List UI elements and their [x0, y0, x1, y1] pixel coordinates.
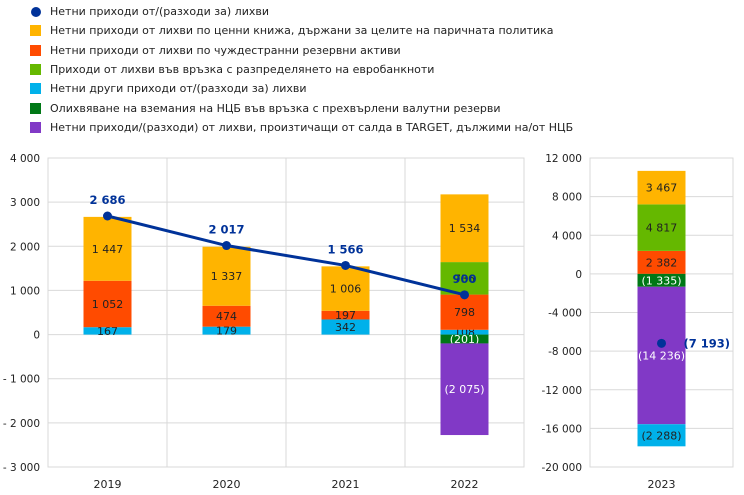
legend-label: Нетни приходи от лихви по ценни книжа, д… [50, 24, 554, 38]
data-label: 474 [216, 310, 237, 323]
bar-segment [440, 194, 489, 263]
y-tick-label: -16 000 [541, 423, 582, 435]
y-tick-label: - 2 000 [3, 418, 40, 430]
bar-segment [637, 204, 686, 251]
legend-label: Нетни приходи от лихви по чуждестранни р… [50, 43, 401, 57]
y-tick-label: 4 000 [552, 230, 582, 242]
line-point [103, 211, 112, 221]
bar-segment [637, 286, 686, 425]
bar-segment [440, 343, 489, 436]
line-point [657, 338, 666, 348]
bar-segment [440, 294, 489, 330]
x-tick-label: 2021 [332, 478, 360, 491]
line-value-label: 2 017 [208, 223, 244, 237]
legend-item: Олихвяване на вземания на НЦБ във връзка… [30, 98, 573, 117]
legend-swatch [30, 102, 41, 114]
legend-item: Нетни приходи от лихви по чуждестранни р… [30, 41, 573, 60]
y-tick-label: 3 000 [10, 197, 40, 209]
data-label: (201) [450, 333, 480, 346]
legend-swatch [30, 121, 41, 133]
x-tick-label: 2022 [451, 478, 479, 491]
x-tick-label: 2019 [94, 478, 122, 491]
legend-swatch [30, 25, 41, 37]
data-label: 736 [454, 272, 475, 285]
y-tick-label: 12 000 [545, 153, 582, 165]
data-label: 167 [97, 325, 118, 338]
y-tick-label: - 1 000 [3, 374, 40, 386]
line-point [460, 290, 469, 300]
y-tick-label: 0 [575, 269, 582, 281]
line-series [107, 214, 465, 297]
data-label: (14 236) [638, 349, 685, 362]
y-tick-label: -12 000 [541, 385, 582, 397]
bar-segment [637, 170, 686, 205]
data-label: 798 [454, 306, 475, 319]
bar-segment [637, 250, 686, 274]
chart-legend: Нетни приходи от/(разходи за) лихви Нетн… [30, 2, 573, 137]
bar-segment [440, 329, 489, 335]
data-label: 1 534 [449, 222, 481, 235]
data-label: 197 [335, 309, 356, 322]
bar-segment [83, 216, 132, 281]
bar-segment [321, 310, 370, 320]
line-value-label: (7 193) [684, 336, 731, 350]
data-label: 179 [216, 325, 237, 338]
data-label: 4 817 [646, 222, 678, 235]
y-tick-label: 2 000 [10, 241, 40, 253]
bar-segment [202, 246, 251, 306]
line-value-label: 2 686 [89, 193, 125, 207]
legend-label: Нетни приходи от/(разходи за) лихви [50, 5, 269, 19]
legend-label: Нетни приходи/(разходи) от лихви, произт… [50, 120, 574, 134]
legend-label: Нетни други приходи от/(разходи за) лихв… [50, 82, 307, 96]
line-point [222, 241, 231, 251]
legend-item: Нетни приходи от лихви по ценни книжа, д… [30, 21, 573, 40]
data-label: (2 288) [641, 429, 681, 442]
data-label: 2 382 [646, 256, 678, 269]
legend-label: Приходи от лихви във връзка с разпределя… [50, 63, 435, 77]
bar-segment [321, 266, 370, 311]
legend-swatch [31, 6, 41, 17]
x-tick-label: 2020 [213, 478, 241, 491]
line-value-label: 1 566 [327, 242, 363, 256]
data-label: 1 337 [211, 270, 243, 283]
data-label: (2 075) [444, 383, 484, 396]
data-label: 1 006 [330, 283, 362, 296]
y-tick-label: 1 000 [10, 285, 40, 297]
y-tick-label: -4 000 [548, 308, 582, 320]
bar-segment [321, 319, 370, 335]
bar-segment [202, 326, 251, 335]
legend-item: Нетни приходи/(разходи) от лихви, произт… [30, 118, 573, 137]
bar-segment [83, 327, 132, 335]
legend-item: Нетни приходи от/(разходи за) лихви [30, 2, 573, 21]
data-label: 3 467 [646, 182, 678, 195]
line-point [341, 260, 350, 270]
bar-segment [440, 262, 489, 295]
bar-segment [637, 273, 686, 287]
y-tick-label: 4 000 [10, 153, 40, 165]
legend-swatch [30, 44, 41, 56]
x-tick-label: 2023 [648, 478, 676, 491]
bar-segment [637, 424, 686, 447]
data-label: 1 052 [92, 298, 124, 311]
legend-item: Приходи от лихви във връзка с разпределя… [30, 60, 573, 79]
y-tick-label: 8 000 [552, 192, 582, 204]
data-label: 1 447 [92, 243, 124, 256]
legend-label: Олихвяване на вземания на НЦБ във връзка… [50, 101, 501, 115]
bar-segment [202, 305, 251, 327]
legend-item: Нетни други приходи от/(разходи за) лихв… [30, 79, 573, 98]
bar-segment [440, 334, 489, 344]
legend-swatch [30, 83, 41, 95]
bar-segment [83, 280, 132, 328]
y-tick-label: -20 000 [541, 462, 582, 474]
data-label: 342 [335, 321, 356, 334]
legend-swatch [30, 64, 41, 76]
y-tick-label: - 3 000 [3, 462, 40, 474]
data-label: (1 335) [641, 274, 681, 287]
y-tick-label: -8 000 [548, 346, 582, 358]
y-tick-label: 0 [33, 330, 40, 342]
line-value-label: 900 [452, 272, 476, 286]
